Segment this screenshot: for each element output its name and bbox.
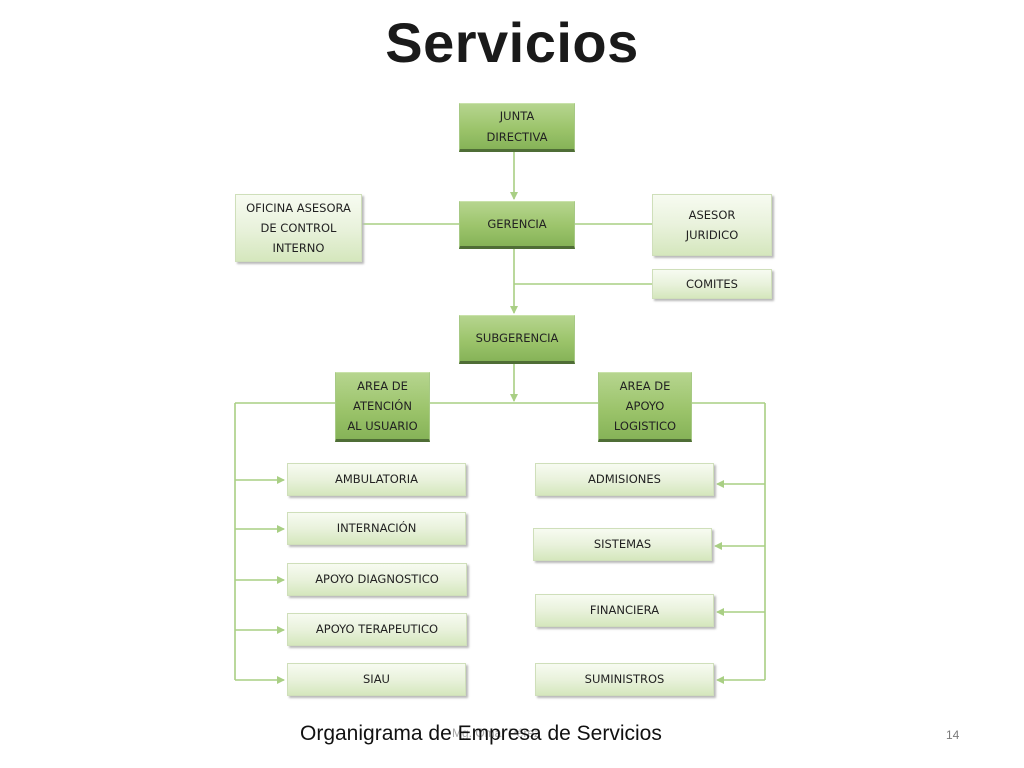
unit-sistemas: SISTEMAS <box>533 528 712 561</box>
node-comites: COMITES <box>652 269 772 299</box>
unit-apoyo-terapeutico: APOYO TERAPEUTICO <box>287 613 467 646</box>
node-junta-directiva: JUNTA DIRECTIVA <box>459 103 575 152</box>
node-gerencia: GERENCIA <box>459 201 575 249</box>
slide-title: Servicios <box>385 11 639 74</box>
slide-number: 14 <box>946 728 960 742</box>
unit-suministros: SUMINISTROS <box>535 663 714 696</box>
unit-ambulatoria: AMBULATORIA <box>287 463 466 496</box>
diagram-caption: Organigrama de Empresa de Servicios <box>300 722 662 745</box>
node-oficina-control-interno: OFICINA ASESORA DE CONTROL INTERNO <box>235 194 362 262</box>
node-subgerencia: SUBGERENCIA <box>459 315 575 364</box>
node-area-atencion-usuario: AREA DE ATENCIÓN AL USUARIO <box>335 372 430 442</box>
unit-siau: SIAU <box>287 663 466 696</box>
node-area-apoyo-logistico: AREA DE APOYO LOGISTICO <box>598 372 692 442</box>
unit-internacion: INTERNACIÓN <box>287 512 466 545</box>
footer-author: Mg. Omar Pérez <box>452 726 541 740</box>
unit-financiera: FINANCIERA <box>535 594 714 627</box>
unit-admisiones: ADMISIONES <box>535 463 714 496</box>
unit-apoyo-diagnostico: APOYO DIAGNOSTICO <box>287 563 467 596</box>
node-asesor-juridico: ASESOR JURIDICO <box>652 194 772 256</box>
